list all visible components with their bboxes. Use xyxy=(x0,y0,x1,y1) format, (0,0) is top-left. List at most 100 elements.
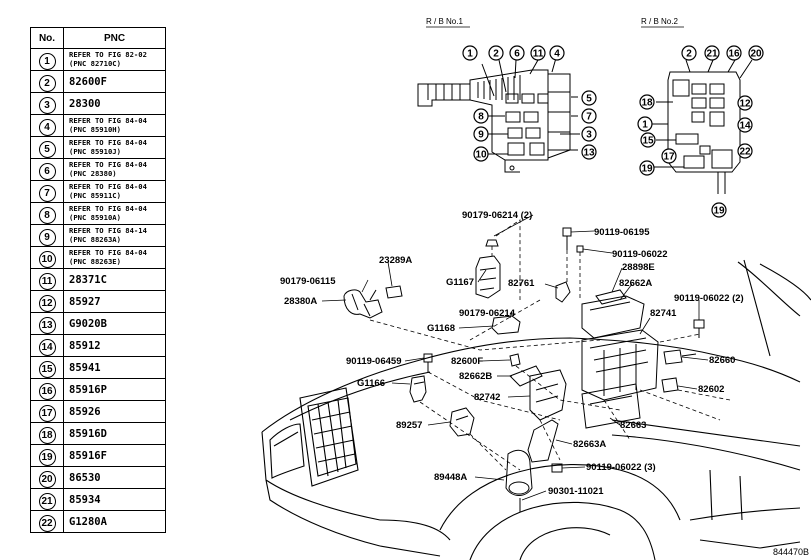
rb1-callout-circle xyxy=(581,144,597,160)
label-82660: 82660 xyxy=(709,355,735,366)
label-g1168: G1168 xyxy=(427,323,455,334)
row-number-cell: 11 xyxy=(30,268,64,291)
label-90301-11021: 90301-11021 xyxy=(548,486,604,497)
rb2-callout-circle xyxy=(711,202,727,218)
rb2-callout-label: 12 xyxy=(739,99,751,110)
row-number-cell: 16 xyxy=(30,378,64,401)
row-number-circle: 11 xyxy=(38,273,56,290)
pnc-text: 85926 xyxy=(69,405,101,418)
rb1-callout-circle xyxy=(581,126,597,142)
pnc-subtext: (PNC 85910J) xyxy=(69,146,121,156)
row-number-circle: 14 xyxy=(38,339,56,356)
part-labels: 90179-06214 (2) 90119-06195 90119-06022 … xyxy=(280,210,744,497)
rb2-callout-label: 15 xyxy=(642,136,654,147)
row-number-circle: 19 xyxy=(38,449,56,466)
rb1-callout-circle xyxy=(473,108,489,124)
pnc-text: REFER TO FIG 84-04 xyxy=(69,248,147,257)
relay-block-2-drawing xyxy=(646,59,753,194)
rb2-callout-label: 14 xyxy=(739,121,751,132)
row-number-cell: 4 xyxy=(30,114,64,137)
row-number-circle: 18 xyxy=(38,427,56,444)
rb1-callout-label: 1 xyxy=(467,49,473,60)
pnc-subtext: (PNC 82710C) xyxy=(69,58,121,68)
rb2-callout-circle xyxy=(704,45,720,61)
pnc-text: REFER TO FIG 84-04 xyxy=(69,204,147,213)
label-90119-06195: 90119-06195 xyxy=(594,227,650,238)
row-number-cell: 1 xyxy=(30,48,64,71)
pnc-cell: 28300 xyxy=(63,92,166,115)
rb1-callout-label: 11 xyxy=(533,49,544,60)
row-number-cell: 19 xyxy=(30,444,64,467)
rb2-callout-circle xyxy=(639,94,655,110)
row-number-circle: 8 xyxy=(38,207,56,224)
row-number-circle: 5 xyxy=(38,141,56,158)
row-number-circle: 20 xyxy=(38,471,56,488)
rb1-callout-label: 13 xyxy=(583,148,595,159)
rb2-callout-label: 20 xyxy=(750,49,762,60)
label-82742: 82742 xyxy=(474,392,500,403)
rb1-callout-label: 10 xyxy=(475,150,487,161)
rb1-callout-circle xyxy=(581,108,597,124)
pnc-text: REFER TO FIG 84-14 xyxy=(69,226,147,235)
relay-block-1-drawing xyxy=(417,57,580,173)
rb2-callout-circle xyxy=(639,160,655,176)
rb1-callout-label: 2 xyxy=(493,49,499,60)
row-number-cell: 6 xyxy=(30,158,64,181)
label-82663: 82663 xyxy=(620,420,646,431)
figure-code: 844470B xyxy=(772,547,809,557)
assembly-lines xyxy=(369,219,731,471)
pnc-text: REFER TO FIG 84-04 xyxy=(69,160,147,169)
row-number-circle: 17 xyxy=(38,405,56,422)
pnc-text: 86530 xyxy=(69,471,101,484)
pnc-subtext: (PNC 88263E) xyxy=(69,256,121,266)
row-number-circle: 15 xyxy=(38,361,56,378)
pnc-text: G9020B xyxy=(69,317,107,330)
label-82663a: 82663A xyxy=(573,439,606,450)
rb1-callout-circle xyxy=(530,45,546,61)
pnc-text: 85941 xyxy=(69,361,101,374)
row-number-circle: 6 xyxy=(38,163,56,180)
label-82761: 82761 xyxy=(508,278,535,289)
table-row: 3 28300 xyxy=(30,92,166,115)
row-number-circle: 4 xyxy=(38,119,56,136)
row-number-cell: 8 xyxy=(30,202,64,225)
label-82741: 82741 xyxy=(650,308,677,319)
pnc-text: 85916D xyxy=(69,427,107,440)
rb2-callout-label: 17 xyxy=(663,152,675,163)
table-row: 17 85926 xyxy=(30,400,166,423)
label-g1167: G1167 xyxy=(446,277,474,288)
rb2-callout-label: 2 xyxy=(686,49,692,60)
pnc-subtext: (PNC 85910A) xyxy=(69,212,121,222)
rb1-callout-circle xyxy=(509,45,525,61)
label-90119-06022: 90119-06022 xyxy=(612,249,667,260)
table-row: 15 85941 xyxy=(30,356,166,379)
table-row: 13 G9020B xyxy=(30,312,166,335)
row-number-cell: 9 xyxy=(30,224,64,247)
pnc-cell: 85916D xyxy=(63,422,166,445)
rb2-callout-circle xyxy=(737,143,753,159)
rb1-callout-circle xyxy=(549,45,565,61)
rb2-callout-circle xyxy=(637,116,653,132)
row-number-circle: 9 xyxy=(38,229,56,246)
row-number-circle: 3 xyxy=(38,97,56,114)
label-89448a: 89448A xyxy=(434,472,467,483)
row-number-circle: 2 xyxy=(38,75,56,92)
rb1-callout-circle xyxy=(462,45,478,61)
pnc-text: 85912 xyxy=(69,339,101,352)
row-number-circle: 16 xyxy=(38,383,56,400)
label-90179-06214-2: 90179-06214 (2) xyxy=(462,210,532,221)
pnc-subtext: (PNC 85910H) xyxy=(69,124,121,134)
pnc-text: REFER TO FIG 84-04 xyxy=(69,138,147,147)
table-row: 18 85916D xyxy=(30,422,166,445)
row-number-circle: 12 xyxy=(38,295,56,312)
row-number-cell: 13 xyxy=(30,312,64,335)
pnc-text: REFER TO FIG 84-04 xyxy=(69,182,147,191)
table-row: 14 85912 xyxy=(30,334,166,357)
rb1-callout-label: 4 xyxy=(554,49,560,60)
rb2-callout-label: 22 xyxy=(739,147,751,158)
